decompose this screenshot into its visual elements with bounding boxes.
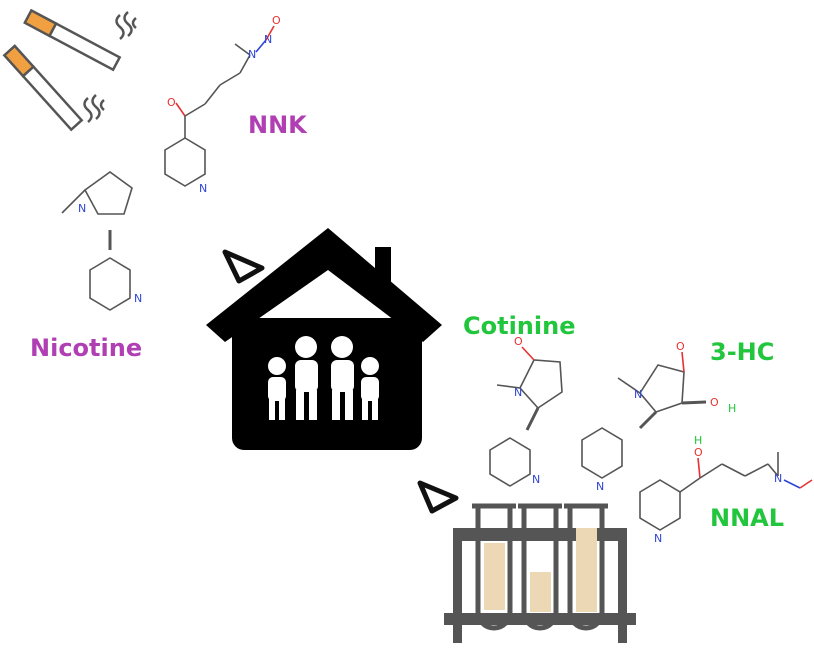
nnk-label: NNK (248, 111, 308, 139)
nnal-oxygen-atom: O (694, 446, 703, 459)
hc3-nitrogen-atom: N (634, 388, 642, 401)
nnal-ring-nitrogen-atom: N (654, 532, 662, 545)
nnal-structure (639, 452, 813, 531)
nnal-hydrogen-atom: H (694, 434, 702, 447)
nicotine-structure (61, 171, 133, 311)
hc3-hydroxyl-oxygen-atom: O (710, 396, 719, 409)
test-tube-rack-icon (444, 503, 636, 643)
hc3-oxygen-atom: O (676, 340, 685, 353)
cigarette-icon-top (23, 8, 137, 72)
nnk-nitroso-oxygen-atom: O (272, 14, 281, 27)
nnk-oxygen-atom: O (167, 96, 176, 109)
nnk-nitroso-nitrogen-atom: N (264, 33, 272, 46)
nicotine-label: Nicotine (30, 334, 142, 362)
cotinine-oxygen-atom: O (514, 335, 523, 348)
nnk-structure (164, 25, 275, 187)
cotinine-label: Cotinine (463, 312, 575, 340)
hc3-label: 3-HC (710, 338, 774, 366)
hc3-hydroxyl-hydrogen-atom: H (728, 402, 736, 415)
hydroxycotinine-structure (581, 351, 707, 479)
cotinine-structure (489, 346, 563, 487)
nnal-label: NNAL (710, 504, 784, 532)
arrow-icon-to-house (222, 249, 265, 284)
nicotine-pyrrolidine-nitrogen-atom: N (78, 202, 86, 215)
house-family-icon (206, 228, 442, 450)
arrow-icon-to-tubes (417, 480, 459, 514)
cotinine-nitrogen-atom: N (514, 386, 522, 399)
nnk-ring-nitrogen-atom: N (199, 182, 207, 195)
nicotine-pyridine-nitrogen-atom: N (134, 292, 142, 305)
nnal-nitrogen-atom: N (774, 472, 782, 485)
hc3-ring-nitrogen-atom: N (596, 480, 604, 493)
cigarette-icon-bottom (2, 44, 105, 132)
nnk-nitrogen-atom: N (248, 48, 256, 61)
cotinine-ring-nitrogen-atom: N (532, 473, 540, 486)
